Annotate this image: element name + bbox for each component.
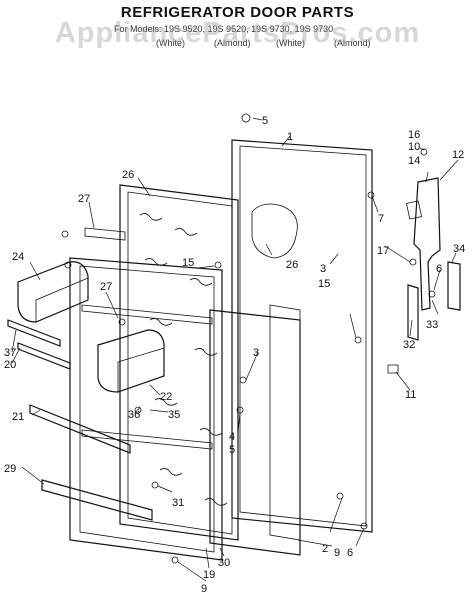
callout-8: 9 [334,547,340,559]
callout-28: 30 [218,557,230,569]
upper-hinge [413,177,441,311]
screw-15-left [214,261,222,269]
callout-11: 11 [405,389,416,401]
callout-6-top: 5 [262,115,268,127]
model-variant-4: (Almond) [334,38,371,48]
callout-33: 33 [426,319,438,331]
callout-9: 9 [201,583,207,595]
dairy-compartment [97,329,165,393]
screw-31 [61,230,69,238]
clip-29 [151,481,159,489]
screw-16 [420,148,428,156]
butter-compartment-door [17,261,89,323]
callout-29: 31 [172,497,184,509]
screw-6-top [241,113,251,123]
liner-shelf-upper [81,304,213,325]
callout-5: 6 [347,547,353,559]
insulation-panel-inner [127,191,233,535]
callout-15-left: 15 [182,257,194,269]
breaker-strip [84,227,126,241]
callout-1: 1 [287,131,293,143]
callout-37: 37 [4,347,16,359]
outer-door-panel-flange [239,145,367,527]
callout-14: 14 [408,155,420,167]
outer-door-panel [231,139,373,533]
callout-15-right: 15 [318,278,330,290]
model-variant-2: (Almond) [214,38,251,48]
screw-7 [367,191,375,199]
callout-34: 34 [453,243,465,255]
handle-trim [447,261,461,311]
callout-10: 10 [408,141,420,153]
callout-7: 7 [378,213,384,225]
clip-36 [134,406,142,414]
insulation-panel [119,184,239,541]
insulation-cutaway [251,203,298,259]
door-handle [407,284,419,341]
callout-12: 12 [452,149,464,161]
callout-21: 21 [12,411,24,423]
model-variant-3: (White) [276,38,305,48]
door-gasket [209,309,301,556]
dairy-compartment-edge [117,347,165,392]
door-shelf-30 [41,479,153,521]
callout-26: 27 [100,281,112,293]
hinge-bracket [405,200,423,220]
diagram-title: REFRIGERATOR DOOR PARTS [120,4,355,21]
callout-17: 17 [377,245,389,257]
screw-9 [171,556,179,564]
butter-door-edge [35,277,89,322]
liner-shelf-lower [81,429,213,450]
callout-32: 32 [403,339,415,351]
shelf-bar-20 [17,342,71,370]
door-stop [336,492,344,500]
callout-2: 2 [322,543,328,555]
leader-lines [11,117,459,582]
callout-24: 26 [286,259,298,271]
callout-30: 29 [4,463,16,475]
callout-35: 35 [168,409,180,421]
inner-door-liner-rim [79,265,215,553]
foam-strip [269,304,301,541]
screw-15-right [354,336,362,344]
callout-4: 5 [229,444,235,456]
callout-19: 19 [203,569,215,581]
screw-3-mid [239,376,247,384]
screw-5 [360,522,368,530]
screw-upper-left [64,261,72,269]
callout-3-low: 4 [229,431,235,443]
callout-3-top: 3 [320,263,326,275]
callout-22: 22 [160,391,172,403]
callout-31: 27 [78,193,90,205]
callout-3-mid: 3 [253,347,259,359]
inner-door-liner [69,257,223,561]
clip [387,364,399,374]
foam-texture [139,213,228,506]
callout-36: 36 [128,409,140,421]
callout-20: 20 [4,359,16,371]
screw-6-right [428,290,436,298]
model-numbers: For Models: 19S 9520, 19S 9520, 19S 9730… [114,24,334,34]
callout-6-right: 6 [436,263,442,275]
screw-17 [409,258,417,266]
callout-23: 24 [12,251,24,263]
clip-26 [118,318,126,326]
callout-27: 26 [122,169,134,181]
callout-16: 16 [408,129,420,141]
model-variant-1: (White) [156,38,185,48]
shelf-bar-37 [7,319,61,347]
